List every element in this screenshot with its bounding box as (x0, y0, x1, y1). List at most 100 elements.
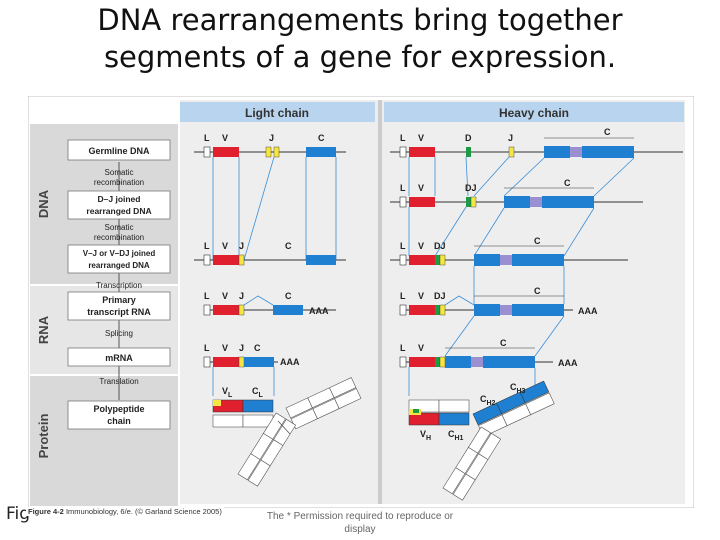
heavy-ch1-label-sub: H1 (455, 435, 464, 442)
light-panel-antibody-lower-arm (237, 412, 297, 487)
heavy-l-label: L (400, 133, 406, 143)
heavy-primary-transcript-row: L V DJ C AAA (399, 286, 598, 316)
polypeptide-line-2: chain (107, 416, 131, 426)
heavy-row4-dj-label: DJ (434, 291, 446, 301)
light-chain-label: Light chain (245, 106, 309, 120)
heavy-row3-dj-label: DJ (434, 241, 446, 251)
light-mrna-row: L V J C AAA (203, 343, 300, 368)
heavy-vh-label: VH (420, 429, 431, 442)
heavy-row5-polya-label: AAA (558, 358, 578, 368)
light-c-segment (306, 147, 336, 157)
light-germline-row: L V J C (194, 133, 346, 158)
light-row2-v-label: V (222, 241, 228, 251)
light-row2-l-label: L (204, 241, 210, 251)
light-cl-label-main: C (252, 386, 259, 396)
rna-section-label: RNA (36, 315, 51, 344)
somatic-recombination-1-line-1: Somatic (105, 168, 134, 177)
heavy-chain-diagram: L V D J C L V DJ C (390, 127, 683, 501)
light-chain-diagram: L V J C L V J C L (194, 133, 362, 487)
heavy-j-label: J (508, 133, 513, 143)
heavy-v-segment (409, 147, 435, 157)
heavy-row3-l-label: L (400, 241, 406, 251)
permission-notice: The * Permission required to reproduce o… (250, 510, 470, 536)
slide-title-line-1: DNA rearrangements bring together (97, 3, 623, 37)
dj-joined-line-2: rearranged DNA (86, 206, 151, 216)
mrna-box (67, 347, 171, 367)
light-l-exon (203, 146, 211, 158)
light-row4-l-label: L (204, 343, 210, 353)
heavy-ch3-label-main: C (510, 382, 517, 392)
heavy-row2-l-label: L (400, 183, 406, 193)
heavy-c-label: C (604, 127, 611, 137)
light-primary-transcript-row: L V J C AAA (203, 291, 336, 316)
heavy-row4-l-label: L (400, 291, 406, 301)
polypeptide-box (67, 400, 171, 430)
heavy-dj-dna-row: L V DJ C (390, 178, 643, 208)
somatic-recombination-2-line-2: recombination (94, 233, 144, 242)
immunoglobulin-rearrangement-figure: Light chain Heavy chain DNA RNA Protein … (28, 96, 694, 508)
vj-joined-line-2: rearranged DNA (88, 261, 150, 270)
heavy-ch3-label-sub: H3 (517, 388, 526, 395)
heavy-polypeptide: VH CH1 CH2 CH3 (408, 380, 555, 501)
splicing-label: Splicing (105, 329, 133, 338)
dna-section-label: DNA (36, 189, 51, 218)
panels-background (180, 100, 685, 504)
polypeptide-line-1: Polypeptide (93, 404, 144, 414)
light-polypeptide: VL CL (212, 367, 362, 487)
light-cl-label: CL (252, 386, 264, 399)
heavy-ch2-label: CH2 (480, 394, 496, 407)
somatic-recombination-2-line-1: Somatic (105, 223, 134, 232)
heavy-d-segment (466, 147, 471, 157)
heavy-vh-label-main: V (420, 429, 426, 439)
heavy-ch1-label: CH1 (448, 429, 464, 442)
germline-dna-box (67, 139, 171, 161)
heavy-ch2-label-sub: H2 (487, 400, 496, 407)
heavy-ch2-label-main: C (480, 394, 487, 404)
heavy-j-segment (508, 146, 515, 158)
permission-line-1: The * Permission required to reproduce o… (266, 511, 454, 522)
light-cl-label-sub: L (259, 392, 264, 399)
mrna-label: mRNA (105, 353, 133, 363)
primary-transcript-line-2: transcript RNA (87, 307, 151, 317)
heavy-vh-label-sub: H (426, 435, 431, 442)
vj-joined-box (67, 244, 171, 274)
light-v-label: V (222, 133, 228, 143)
light-row2-c-label: C (285, 241, 292, 251)
light-row3-c-label: C (285, 291, 292, 301)
heavy-row3-v-label: V (418, 241, 424, 251)
heavy-ch3-label: CH3 (510, 382, 526, 395)
light-c-label: C (318, 133, 325, 143)
heavy-row3-c-label: C (534, 236, 541, 246)
light-vl-label: VL (222, 386, 233, 399)
heavy-chain-header (384, 102, 684, 122)
permission-line-2: display (344, 524, 376, 535)
translation-label: Translation (99, 377, 138, 386)
germline-dna-label: Germline DNA (88, 146, 150, 156)
heavy-row4-c-label: C (534, 286, 541, 296)
heavy-row4-polya-label: AAA (578, 306, 598, 316)
light-j-label: J (269, 133, 274, 143)
light-row3-v-label: V (222, 291, 228, 301)
light-vj-dna-row: L V J C (194, 241, 346, 266)
figure-credit-number: Figure 4-2 (28, 507, 64, 516)
heavy-row5-c-label: C (500, 338, 507, 348)
flow-column: Germline DNA Somatic recombination D–J j… (67, 139, 171, 430)
light-panel-antibody-arm (285, 377, 362, 430)
figure-label: Fig (6, 504, 31, 524)
heavy-d-label: D (465, 133, 472, 143)
light-v-segment (213, 147, 239, 157)
light-vl-label-sub: L (228, 392, 233, 399)
dj-joined-box (67, 190, 171, 220)
protein-section-label: Protein (36, 414, 51, 459)
light-row2-j-label: J (239, 241, 244, 251)
light-vl-label-main: V (222, 386, 228, 396)
heavy-row2-c-label: C (564, 178, 571, 188)
heavy-mrna-row: L V C AAA (399, 338, 578, 368)
slide-title-line-2: segments of a gene for expression. (103, 40, 617, 74)
heavy-chain-label: Heavy chain (499, 106, 569, 120)
slide-title: DNA rearrangements bring together segmen… (0, 2, 720, 76)
heavy-row2-v-label: V (418, 183, 424, 193)
light-row3-l-label: L (204, 291, 210, 301)
primary-transcript-box (67, 291, 171, 321)
figure-credit: Figure 4-2 Immunobiology, 6/e. (© Garlan… (26, 507, 224, 516)
